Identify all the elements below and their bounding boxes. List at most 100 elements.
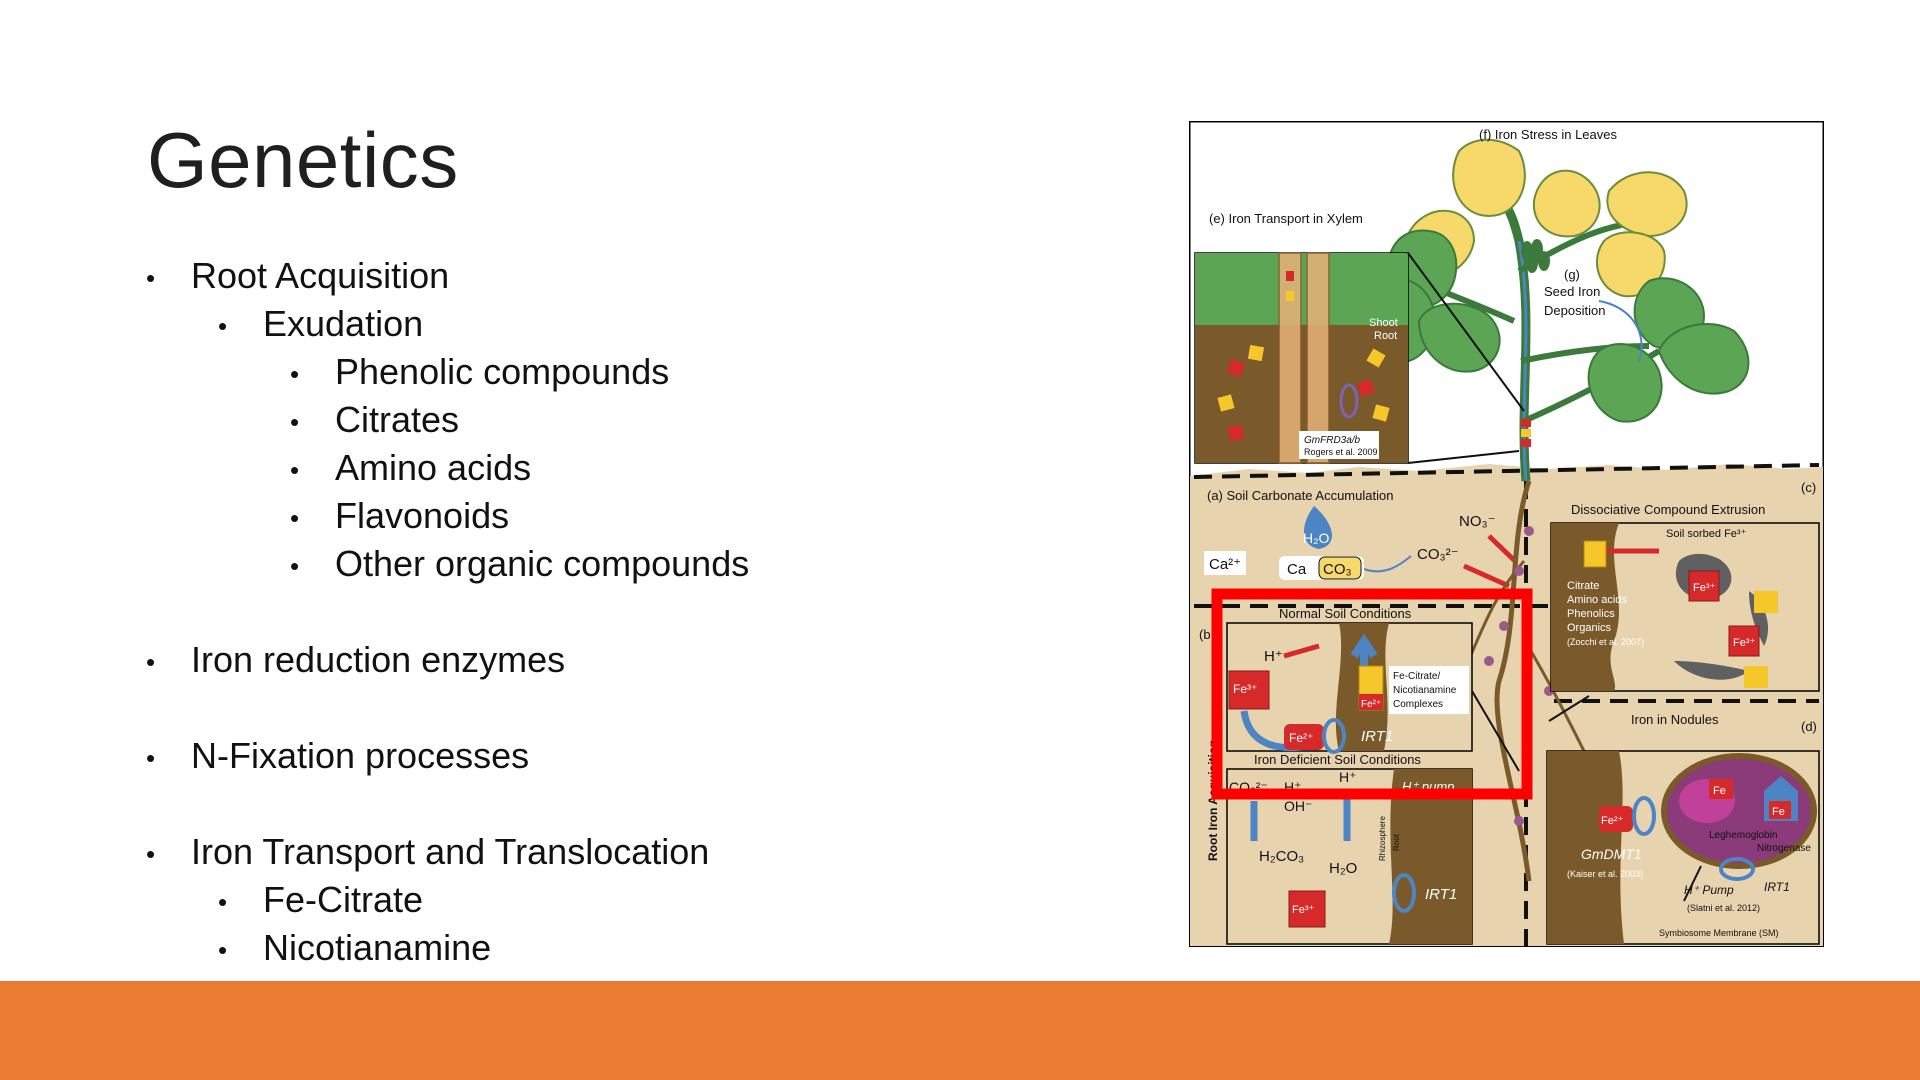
- irt1-ring: [1392, 873, 1416, 913]
- fe3-cube: [1288, 890, 1326, 928]
- normal-soil-title: Normal Soil Conditions: [1279, 606, 1412, 621]
- sm-arrow: [1683, 865, 1702, 902]
- fe-leg: [1709, 779, 1733, 799]
- hplus-b3: H⁺: [1339, 769, 1357, 785]
- nodule: [1514, 566, 1524, 576]
- cite-e: Rogers et al. 2009: [1304, 447, 1378, 457]
- bullet-dot: •: [290, 503, 300, 533]
- soil-fe: [1357, 379, 1375, 397]
- yellow-leaf: [1606, 171, 1688, 238]
- panel-g-label: (g): [1564, 267, 1580, 282]
- fe2-d-label: Fe²⁺: [1601, 815, 1624, 827]
- fe3-cube: [1728, 625, 1760, 657]
- fe2-box: [1284, 724, 1324, 750]
- fe3-c2: Fe³⁺: [1733, 637, 1756, 649]
- lateral-root: [1523, 640, 1591, 762]
- slide-title: Genetics: [147, 116, 459, 204]
- seed-iron-label: Seed Iron: [1544, 284, 1600, 299]
- dmt1-ring: [1632, 796, 1656, 836]
- gene-label-bg: [1299, 431, 1379, 459]
- bullet-exudation: Exudation: [263, 303, 424, 344]
- no3-label: NO₃⁻: [1459, 513, 1496, 530]
- xylem-vessel: [1278, 252, 1302, 464]
- yellow-leaf: [1452, 138, 1526, 218]
- bullet-dot: •: [146, 263, 156, 293]
- stem-marker: [1521, 439, 1531, 447]
- exudate-cylinder: [1744, 666, 1768, 688]
- panel-d-label: (d): [1801, 719, 1817, 734]
- panel-d-root: [1547, 751, 1624, 944]
- panel-f-title: (f) Iron Stress in Leaves: [1479, 127, 1617, 142]
- irt1-ring: [1322, 718, 1346, 754]
- bullet-dot: •: [218, 887, 228, 917]
- yellow-leaf: [1532, 169, 1601, 238]
- exudate-cylinder: [1583, 540, 1607, 568]
- complex-fe: [1359, 694, 1383, 710]
- fe-nit: [1769, 801, 1791, 819]
- gene-e: GmFRD3a/b: [1304, 435, 1361, 446]
- transporter-ring: [1339, 383, 1359, 419]
- panel-b-label: (b: [1199, 627, 1211, 642]
- fe3-b: Fe³⁺: [1233, 682, 1257, 696]
- exudate-amino: Amino acids: [1567, 594, 1627, 606]
- soil-fe: [1227, 424, 1245, 442]
- bullet-dot: •: [218, 935, 228, 965]
- panel-a-title: (a) Soil Carbonate Accumulation: [1207, 488, 1393, 503]
- gmdmt1-label: GmDMT1: [1581, 846, 1642, 862]
- root-b-label: Root: [1392, 833, 1401, 851]
- hplus-label: H⁺: [1264, 648, 1283, 665]
- exudate-cylinder: [1754, 591, 1778, 613]
- cite-d1: (Kaiser et al. 2003): [1567, 869, 1643, 879]
- highlight-box: [1211, 588, 1533, 800]
- iron-acquisition-figure: (e) Iron Transport in Xylem Shoot Root G…: [1189, 121, 1824, 947]
- h2co3-label: H₂CO₃: [1259, 848, 1304, 865]
- soil-fe: [1227, 359, 1245, 377]
- irt1-b: IRT1: [1361, 728, 1393, 745]
- co3-arrow: [1462, 563, 1511, 589]
- callout-line: [1407, 252, 1525, 412]
- bullet-other-organic: Other organic compounds: [335, 543, 750, 584]
- fe3-cube: [1688, 570, 1720, 602]
- fe-leg-label: Fe: [1713, 785, 1726, 797]
- green-leaf: [1587, 342, 1663, 423]
- bullet-iron-reduction: Iron reduction enzymes: [191, 639, 566, 680]
- h2o-b-label: H₂O: [1329, 860, 1357, 877]
- bullet-dot: •: [146, 647, 156, 677]
- reaction-arrow: [1363, 555, 1412, 573]
- sm-label: Symbiosome Membrane (SM): [1659, 928, 1779, 938]
- bullet-fe-citrate: Fe-Citrate: [263, 879, 424, 920]
- green-leaf: [1417, 302, 1501, 373]
- irt1-b2: IRT1: [1425, 886, 1457, 903]
- iron-nodules-title: Iron in Nodules: [1631, 712, 1719, 727]
- stem-marker: [1521, 419, 1531, 427]
- fe2-d: [1599, 806, 1633, 832]
- panel-b-root-2: [1389, 769, 1472, 944]
- panel-c-label: (c): [1801, 480, 1816, 495]
- exudate-citrate: Citrate: [1567, 580, 1599, 592]
- panel-c-title: Dissociative Compound Extrusion: [1571, 502, 1765, 517]
- co3-2-label: CO₃²⁻: [1417, 546, 1459, 563]
- leghemoglobin-label: Leghemoglobin: [1709, 830, 1777, 841]
- soil-sorbed-label: Soil sorbed Fe³⁺: [1666, 528, 1747, 540]
- fe-citrate-2: Nicotianamine: [1393, 685, 1457, 696]
- deposition-label: Deposition: [1544, 303, 1605, 318]
- cite-c: (Zocchi et al. 2007): [1567, 637, 1644, 647]
- bullet-dot: •: [290, 551, 300, 581]
- hpump-d-label: H⁺ Pump: [1684, 883, 1734, 897]
- irt1-d-label: IRT1: [1764, 880, 1790, 894]
- bullet-dot: •: [218, 311, 228, 341]
- bullet-iron-transport: Iron Transport and Translocation: [191, 831, 710, 872]
- soil-particle: [1749, 591, 1769, 646]
- co3-label: CO₃: [1323, 561, 1352, 578]
- bullet-citrates: Citrates: [335, 399, 460, 440]
- exudate-organics: Organics: [1567, 622, 1612, 634]
- bullet-dot: •: [290, 359, 300, 389]
- soil-fe: [1247, 344, 1265, 362]
- panel-e-title: (e) Iron Transport in Xylem: [1209, 211, 1363, 226]
- nodule: [1514, 816, 1524, 826]
- fe3-cube: [1228, 670, 1270, 710]
- bullet-phenolic: Phenolic compounds: [335, 351, 670, 392]
- ca2-label: Ca²⁺: [1209, 556, 1241, 573]
- callout-line: [1548, 695, 1590, 722]
- hplus-arrow: [1283, 643, 1320, 659]
